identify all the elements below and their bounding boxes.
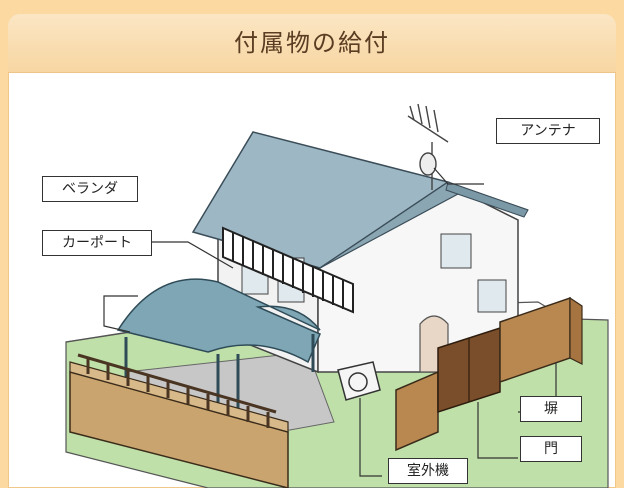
outdoor-unit — [337, 361, 381, 401]
veranda-railing — [222, 226, 354, 314]
label-veranda: ベランダ — [42, 176, 138, 202]
antenna-icon — [407, 103, 449, 190]
fence-wall-side — [569, 296, 583, 365]
roof-gable-trim — [445, 181, 529, 218]
label-fence: 塀 — [520, 396, 582, 422]
window — [477, 279, 507, 313]
carport-roof — [116, 278, 321, 364]
house-illustration — [65, 103, 609, 488]
window — [440, 233, 472, 269]
outdoor-unit-fan — [348, 372, 368, 392]
header-bar: 付属物の給付 — [8, 14, 616, 73]
carport-posts — [124, 334, 315, 420]
front-railing — [77, 353, 277, 428]
label-antenna: アンテナ — [496, 118, 600, 144]
gate-pillar-left — [395, 370, 439, 452]
label-outdoor-unit: 室外機 — [388, 458, 468, 484]
illustration-panel: 付属物の給付 — [8, 14, 616, 488]
veranda-bars — [232, 232, 344, 309]
label-carport: カーポート — [42, 230, 152, 256]
page-title: 付属物の給付 — [234, 29, 390, 57]
label-gate: 門 — [520, 436, 582, 462]
front-wall-top — [69, 361, 289, 433]
